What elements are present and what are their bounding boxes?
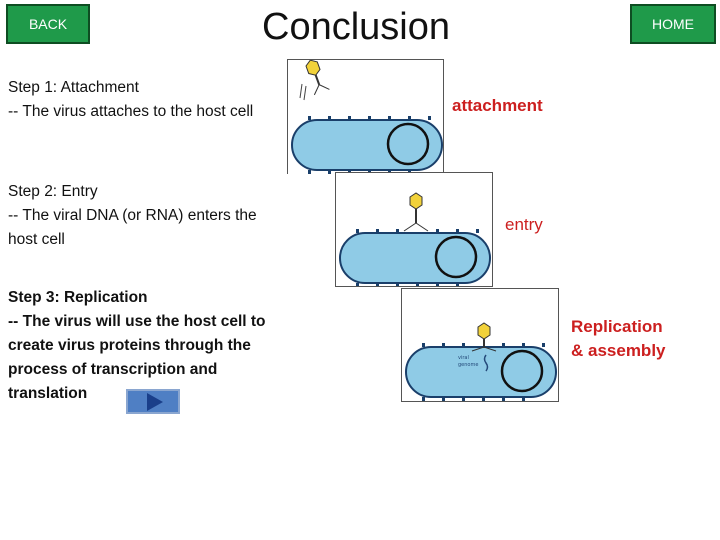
page-title: Conclusion [262, 6, 450, 48]
motion-lines [299, 83, 307, 101]
cell-surface-receptors [422, 343, 545, 401]
replication-label-line-2: & assembly [571, 341, 666, 360]
entry-illustration [339, 192, 491, 286]
viral-genome-label-1: viral [458, 355, 469, 361]
attachment-label: attachment [452, 96, 543, 115]
back-button[interactable]: BACK [6, 4, 90, 44]
bacteriophage-icon [305, 60, 330, 96]
cell-nucleus [500, 349, 544, 393]
entry-label: entry [505, 215, 543, 234]
step-2-text: -- The viral DNA (or RNA) enters the hos… [8, 207, 257, 248]
step-1-text: -- The virus attaches to the host cell [8, 103, 254, 120]
step-3-heading: Step 3: Replication [8, 289, 148, 306]
step-3: Step 3: Replication -- The virus will us… [8, 286, 270, 406]
replication-diagram: viral genome [401, 288, 559, 402]
cell-surface-receptors [356, 229, 479, 286]
replication-label: Replication & assembly [571, 315, 666, 363]
step-3-text: -- The virus will use the host cell to c… [8, 313, 266, 402]
bacteriophage-icon [471, 322, 497, 352]
bacteriophage-icon [403, 192, 429, 232]
viral-genome-strand [483, 354, 489, 372]
home-button[interactable]: HOME [630, 4, 716, 44]
entry-diagram [335, 172, 493, 287]
step-1: Step 1: Attachment -- The virus attaches… [8, 76, 270, 124]
next-button[interactable] [126, 389, 180, 414]
cell-nucleus [434, 235, 478, 279]
cell-nucleus [386, 122, 430, 166]
play-arrow-icon [147, 392, 163, 411]
step-2: Step 2: Entry -- The viral DNA (or RNA) … [8, 180, 270, 252]
step-2-heading: Step 2: Entry [8, 183, 98, 200]
replication-illustration: viral genome [405, 322, 557, 401]
viral-genome-label-2: genome [458, 362, 478, 368]
step-1-heading: Step 1: Attachment [8, 79, 139, 96]
attachment-illustration [291, 60, 443, 174]
attachment-diagram [287, 59, 444, 174]
replication-label-line-1: Replication [571, 317, 663, 336]
